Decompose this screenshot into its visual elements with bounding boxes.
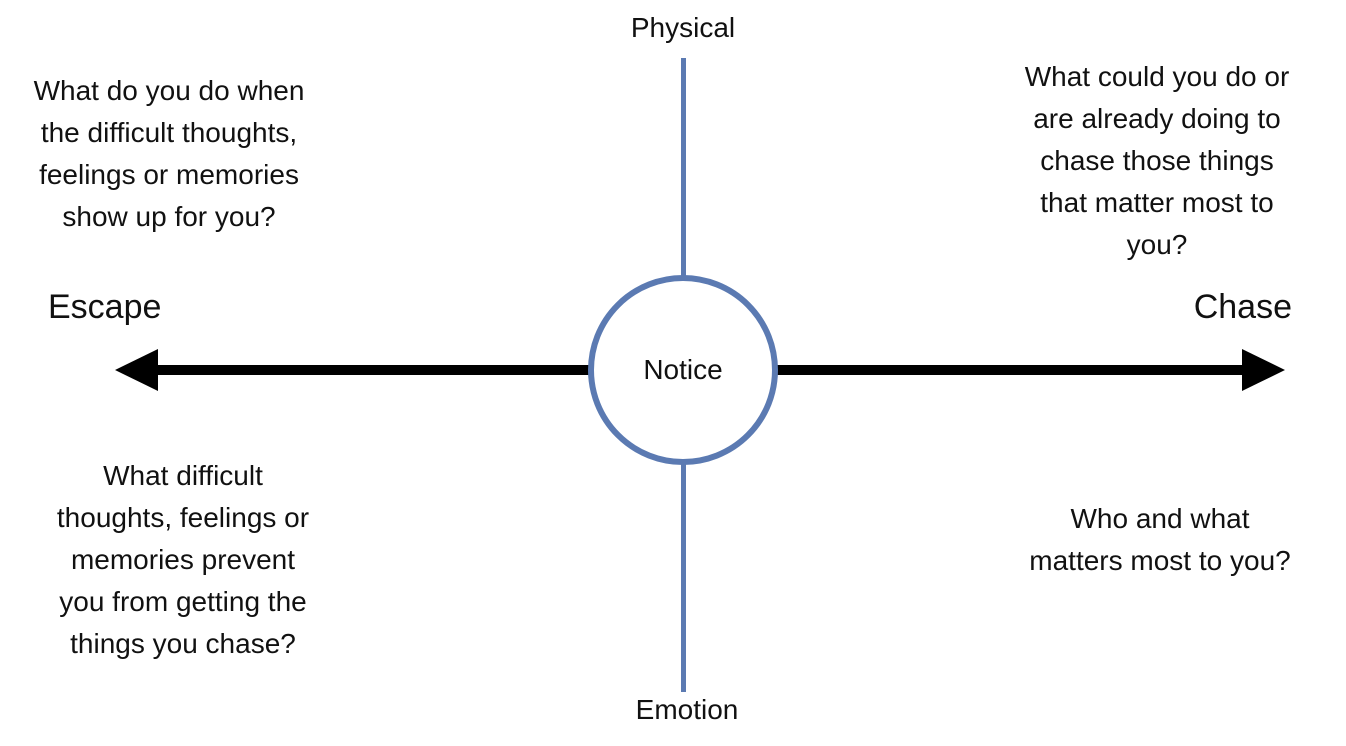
arrowhead-right: [1242, 349, 1285, 391]
quadrant-bottom-left-question: What difficult thoughts, feelings or mem…: [56, 460, 310, 659]
physical-axis-label: Physical: [630, 12, 736, 43]
chase-label: Chase: [1193, 288, 1292, 326]
emotion-axis-label: Emotion: [635, 694, 739, 725]
quadrant-bottom-right-question: Who and what matters most to you?: [1029, 503, 1291, 576]
escape-label: Escape: [48, 288, 162, 326]
notice-circle: Notice: [588, 275, 778, 465]
notice-label: Notice: [643, 354, 723, 385]
quadrant-top-left-question: What do you do when the difficult though…: [33, 75, 305, 232]
arrowhead-left: [115, 349, 158, 391]
quadrant-top-right-question: What could you do or are already doing t…: [1024, 61, 1290, 260]
